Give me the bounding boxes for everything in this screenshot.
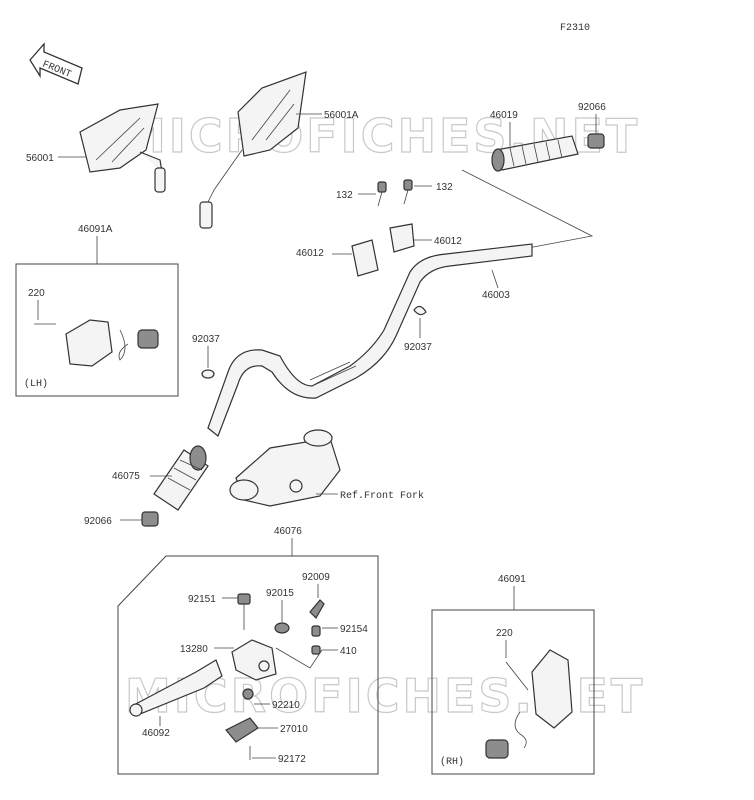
label-46075: 46075 [112,471,140,482]
lh-tag: (LH) [24,378,48,390]
handlebar-holder-right [389,223,415,253]
label-220-rh: 220 [496,628,513,639]
front-fork-top-bracket [229,429,341,507]
clamp-92037-right [413,305,427,316]
bolt-132-left [377,181,387,207]
lever-assembly-box [117,555,379,775]
figure-code: F2310 [560,23,590,34]
left-grip [153,445,209,511]
label-92037-right: 92037 [404,342,432,353]
label-56001A: 56001A [324,110,359,121]
rh-switch-box [431,609,595,775]
label-92154: 92154 [340,624,368,635]
label-92009: 92009 [302,572,330,583]
label-220-lh: 220 [28,288,45,299]
top-bar-end-weight [587,133,605,149]
label-46003: 46003 [482,290,510,301]
label-92151: 92151 [188,594,216,605]
screw-92154 [311,625,321,637]
bolt-92151 [237,593,251,630]
lh-switch-housing [34,319,159,367]
label-46012-left: 46012 [296,248,324,259]
label-56001: 56001 [26,153,54,164]
label-ref-front-fork: Ref.Front Fork [340,490,424,502]
left-mirror [79,103,166,193]
label-46091A: 46091A [78,224,113,235]
label-92037-left: 92037 [192,334,220,345]
label-46076: 46076 [274,526,302,537]
bolt-132-right [403,179,413,205]
right-mirror [199,71,307,229]
handlebar [207,243,533,437]
handlebar-holder-left [351,239,379,277]
label-132-right: 132 [436,182,453,193]
lever-46092 [129,659,223,717]
nut-92210 [242,688,254,700]
label-46019: 46019 [490,110,518,121]
washer-92015 [274,622,290,634]
label-46012-right: 46012 [434,236,462,247]
label-410: 410 [340,646,357,657]
label-92066-left: 92066 [84,516,112,527]
pin-410 [311,645,321,655]
left-bar-end-weight [141,511,159,527]
label-46091: 46091 [498,574,526,585]
label-92066-top: 92066 [578,102,606,113]
right-throttle-grip [491,135,579,172]
lever-holder-13280 [231,639,277,681]
label-92015: 92015 [266,588,294,599]
front-arrow-icon: FRONT [29,42,83,85]
label-92172: 92172 [278,754,306,765]
label-46092: 46092 [142,728,170,739]
clamp-92037-left [201,369,215,379]
label-13280: 13280 [180,644,208,655]
rh-tag: (RH) [440,756,464,768]
bolt-92009 [309,599,325,619]
label-132-left: 132 [336,190,353,201]
label-27010: 27010 [280,724,308,735]
rh-switch-housing [485,649,573,759]
label-92210: 92210 [272,700,300,711]
